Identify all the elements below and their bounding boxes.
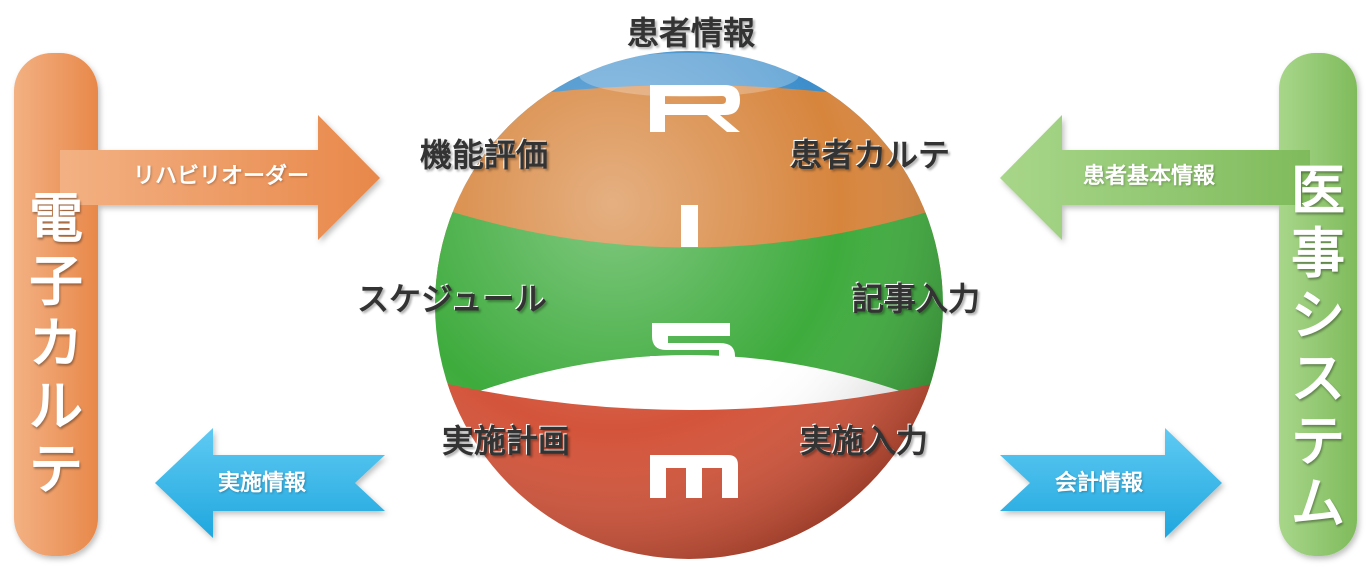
label-implementation-plan: 実施計画: [442, 422, 571, 460]
rism-sphere: [435, 51, 943, 559]
bottom-left-arrow: [155, 428, 385, 538]
letter-s: [650, 323, 735, 369]
label-patient-chart: 患者カルテ: [790, 136, 951, 174]
left-bar-label: 電子カルテ: [29, 187, 83, 501]
label-functional-evaluation: 機能評価: [420, 136, 549, 174]
arrow-label-patient-basic-info: 患者基本情報: [1083, 164, 1216, 189]
right-bar-label: 医事システム: [1291, 159, 1345, 536]
label-article-input: 記事入力: [852, 280, 981, 318]
letter-i: [681, 205, 698, 247]
label-schedule: スケジュール: [357, 280, 547, 318]
letter-m: [650, 455, 738, 498]
arrow-label-implementation-info: 実施情報: [218, 471, 307, 496]
arrow-label-accounting-info: 会計情報: [1055, 471, 1144, 496]
label-implementation-input: 実施入力: [800, 422, 929, 460]
arrow-label-rehab-order: リハビリオーダー: [133, 164, 310, 189]
bottom-right-arrow: [1000, 428, 1222, 538]
label-patient-info: 患者情報: [627, 14, 756, 52]
letter-r: [650, 85, 740, 132]
